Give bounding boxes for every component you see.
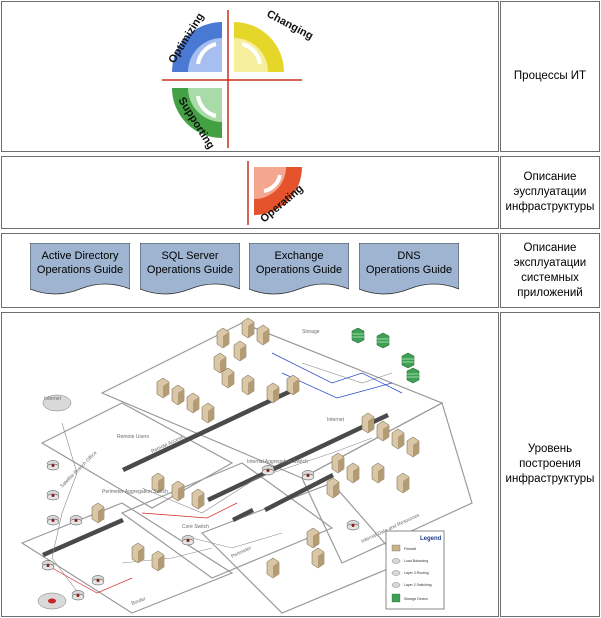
app-operations-panel: Active Directory Operations Guide SQL Se… — [1, 233, 499, 308]
server-group-data — [327, 413, 419, 498]
operating-quadrant: Operating — [254, 165, 306, 225]
it-processes-panel: Optimizing Changing Supporting — [1, 1, 499, 152]
legend: Legend Firewall Load Balancing Layer 3 R… — [386, 531, 444, 609]
map-label: Storage — [302, 329, 320, 335]
legend-item: Load Balancing — [404, 559, 428, 563]
legend-item: Layer 3 Routing — [404, 571, 429, 575]
network-infrastructure-diagram: Storage Internet Internal Data and Resou… — [2, 313, 499, 617]
connection-lines — [52, 363, 392, 598]
supporting-quadrant: Supporting — [172, 88, 222, 151]
map-label: Perimeter Aggregation Switch — [102, 489, 168, 495]
legend-title: Legend — [420, 536, 442, 542]
operating-quadrant-graphic: Operating — [2, 157, 499, 229]
infra-operations-panel: Operating — [1, 156, 499, 229]
map-label: Internet — [327, 417, 345, 423]
legend-item: Storage Device — [404, 597, 428, 601]
app-operations-label: Описание эксплуатации системных приложен… — [500, 233, 600, 308]
sql-server-guide: SQL Server Operations Guide — [140, 243, 240, 298]
dns-guide: DNS Operations Guide — [359, 243, 459, 298]
it-processes-label: Процессы ИТ — [500, 1, 600, 152]
server-group-storage — [214, 318, 269, 373]
map-label: Remote Users — [117, 434, 149, 440]
guide-label: SQL Server Operations Guide — [140, 249, 240, 277]
zone-labels: Storage Internet Internal Data and Resou… — [44, 329, 421, 607]
guide-label: Exchange Operations Guide — [249, 249, 349, 277]
it-process-quadrants: Optimizing Changing Supporting — [2, 2, 499, 152]
infra-operations-label: Описание эусплуатации инфраструктуры — [500, 156, 600, 229]
active-directory-guide: Active Directory Operations Guide — [30, 243, 130, 298]
exchange-guide: Exchange Operations Guide — [249, 243, 349, 298]
guide-label: DNS Operations Guide — [359, 249, 459, 277]
storage-devices — [352, 328, 419, 383]
map-label: Internal Aggregation Switch — [247, 459, 308, 465]
changing-text: Changing — [265, 8, 315, 42]
legend-item: Firewall — [404, 547, 416, 551]
changing-quadrant: Changing — [234, 8, 315, 72]
infra-build-panel: Storage Internet Internal Data and Resou… — [1, 312, 499, 617]
guide-label: Active Directory Operations Guide — [30, 249, 130, 277]
infra-build-label: Уровень построения инфраструктуры — [500, 312, 600, 617]
optimizing-quadrant: Optimizing — [166, 11, 222, 72]
map-label: Internet — [44, 396, 62, 402]
map-label: Core Switch — [182, 524, 209, 530]
map-label: Border — [131, 596, 147, 607]
legend-item: Layer 2 Switching — [404, 583, 432, 587]
server-group-internal — [157, 368, 299, 423]
